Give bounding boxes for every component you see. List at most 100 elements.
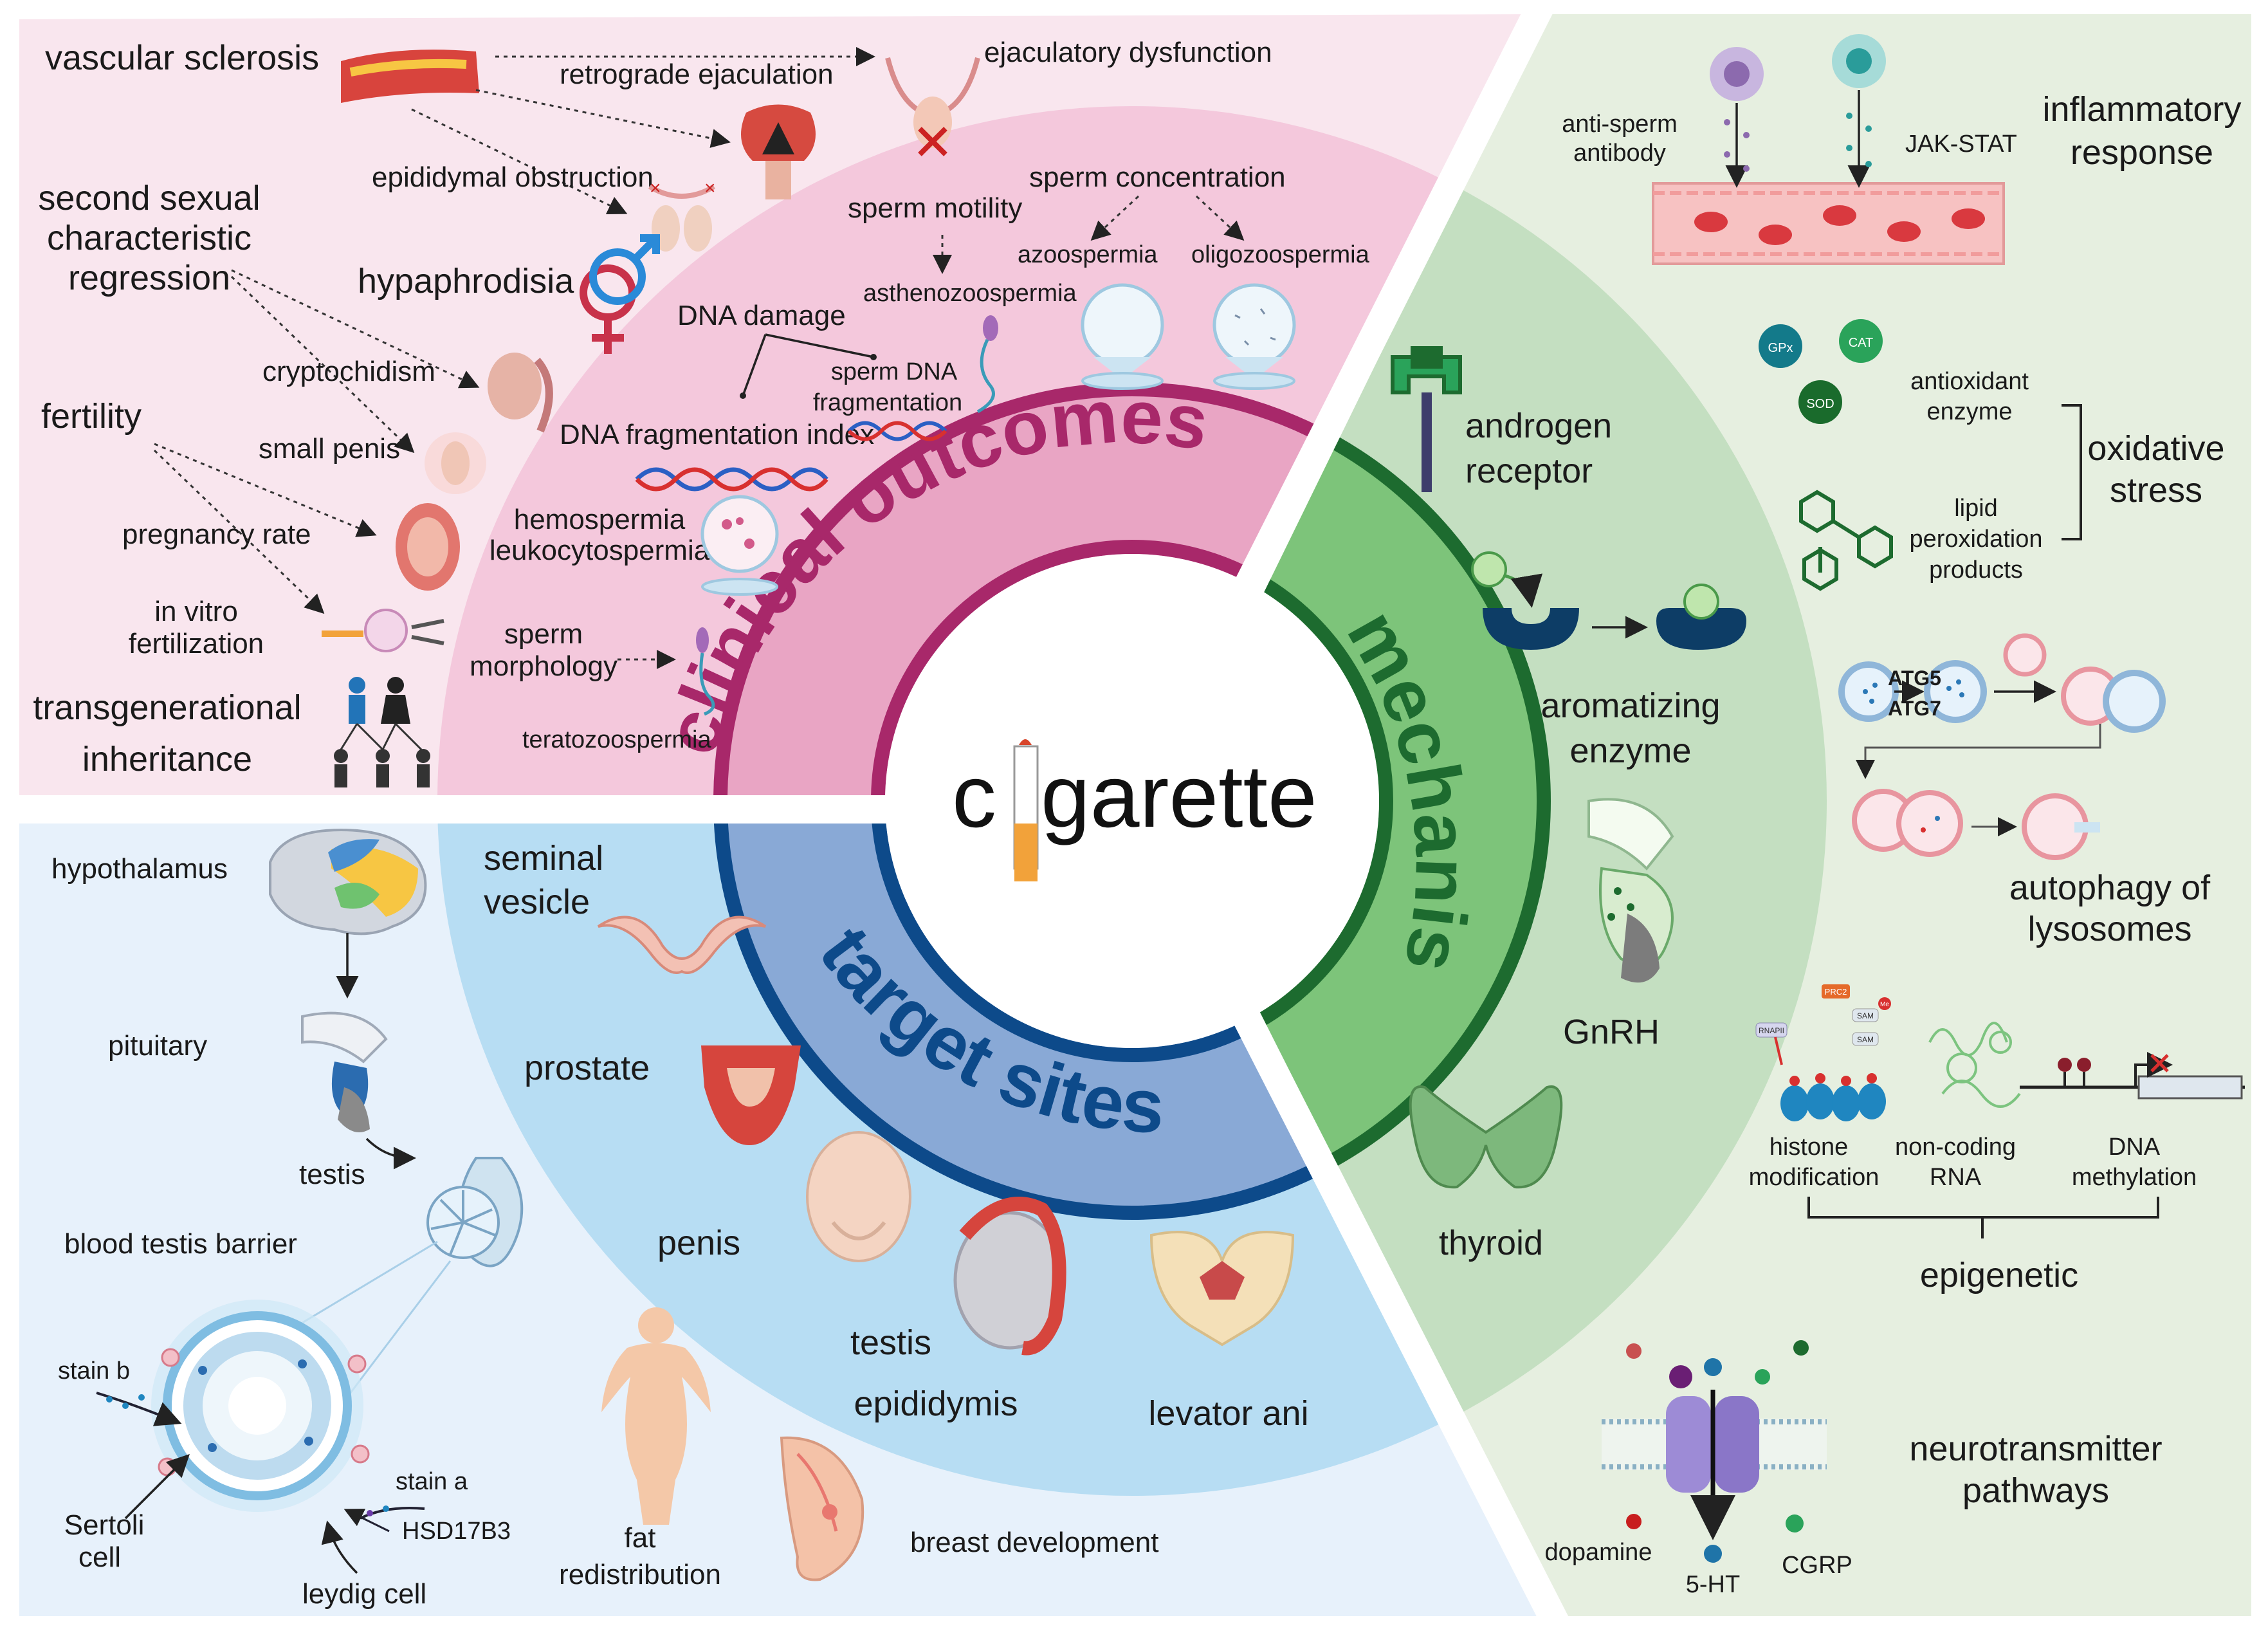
label-neurotransmitter-2: pathways [1962, 1471, 2109, 1510]
label-retrograde-ejaculation: retrograde ejaculation [560, 59, 834, 90]
label-dna-damage: DNA damage [677, 300, 846, 331]
label-oxidative-2: stress [2110, 471, 2202, 510]
label-blood-testis-barrier: blood testis barrier [64, 1228, 297, 1260]
epigenetic-icons: PRC2 SAM SAM Me RNAPII [1755, 984, 2245, 1121]
label-atg7: ATG7 [1888, 697, 1941, 720]
label-thyroid: thyroid [1439, 1224, 1543, 1262]
label-prostate: prostate [524, 1049, 650, 1087]
label-noncoding-2: RNA [1930, 1164, 1982, 1191]
label-testis-left: testis [299, 1159, 365, 1190]
label-sperm-morphology-1: sperm [504, 618, 583, 650]
label-pregnancy-rate: pregnancy rate [122, 519, 311, 550]
label-small-penis: small penis [259, 433, 400, 465]
ivf-icon [322, 609, 444, 652]
label-levator-ani: levator ani [1148, 1394, 1308, 1433]
label-pituitary: pituitary [108, 1030, 207, 1062]
label-fat-2: redistribution [559, 1559, 721, 1590]
label-epididymis: epididymis [854, 1385, 1018, 1423]
label-inheritance: inheritance [82, 740, 252, 778]
label-hypothalamus: hypothalamus [51, 853, 228, 885]
label-ejaculatory-dysfunction: ejaculatory dysfunction [984, 37, 1272, 68]
pituitary-icon [301, 1011, 388, 1132]
testis-cross-section-icon [426, 1157, 524, 1267]
label-neurotransmitter-1: neurotransmitter [1909, 1430, 2162, 1468]
label-seminal-2: vesicle [484, 883, 590, 921]
label-autophagy-1: autophagy of [2009, 869, 2211, 907]
label-cryptochidism: cryptochidism [262, 356, 435, 387]
label-second-sexual-3: regression [68, 259, 230, 297]
label-atg5: ATG5 [1888, 667, 1941, 690]
human-body-icon [601, 1307, 711, 1525]
family-tree-icon [334, 677, 430, 787]
label-antioxidant-2: enzyme [1926, 398, 2012, 425]
svg-text:SAM: SAM [1857, 1035, 1874, 1044]
label-azoospermia: azoospermia [1018, 241, 1158, 268]
label-aromatizing-2: enzyme [1569, 732, 1691, 770]
lysosome-autophagy-icon [1838, 633, 2166, 860]
label-fertility: fertility [41, 397, 142, 436]
petri-dish-oligo-icon [1212, 283, 1296, 390]
svg-text:SAM: SAM [1857, 1011, 1874, 1020]
label-hsd17b3: HSD17B3 [402, 1518, 511, 1545]
label-sertoli-1: Sertoli [64, 1509, 145, 1541]
label-epididymal-obstruction: epididymal obstruction [372, 161, 654, 193]
center-word-prefix: c [952, 747, 996, 846]
label-inflammatory-2: response [2071, 133, 2213, 172]
center-disc [885, 554, 1379, 1048]
label-fat-1: fat [625, 1522, 656, 1554]
label-lipid-3: products [1929, 557, 2023, 584]
svg-text:Me: Me [1880, 1001, 1889, 1008]
immune-cell-purple-icon [1710, 47, 1764, 188]
label-sertoli-2: cell [78, 1542, 121, 1573]
label-dna-fragmentation-index: DNA fragmentation index [560, 419, 874, 450]
ion-channel-icon [1602, 1340, 1827, 1563]
label-androgen-2: receptor [1465, 452, 1593, 490]
label-histone-2: modification [1749, 1164, 1879, 1191]
gnrh-pituitary-icon [1587, 798, 1674, 983]
immune-cell-teal-icon [1832, 34, 1886, 188]
label-histone-1: histone [1770, 1134, 1849, 1161]
svg-text:RNAPII: RNAPII [1759, 1026, 1784, 1035]
sperm-icon-motility [976, 315, 998, 414]
label-jak-stat: JAK-STAT [1905, 131, 2017, 158]
label-leukocytospermia: leukocytospermia [489, 535, 710, 566]
label-sperm-dna-2: fragmentation [813, 389, 962, 416]
nucleosome-icon [1780, 1073, 1886, 1121]
dna-methylation-icon [2020, 1052, 2245, 1100]
label-testis: testis [850, 1323, 931, 1362]
label-breast-development: breast development [910, 1527, 1158, 1558]
label-second-sexual-1: second sexual [38, 179, 260, 217]
thyroid-icon [1409, 1085, 1563, 1189]
prostate-icon [701, 1045, 801, 1145]
dna-helix-icon [635, 467, 828, 492]
cigarette-icon [1013, 739, 1039, 881]
label-5ht: 5-HT [1686, 1571, 1740, 1598]
penis-icon-small [425, 432, 486, 494]
label-teratozoospermia: teratozoospermia [522, 726, 711, 753]
label-hypaphrodisia: hypaphrodisia [358, 262, 574, 300]
testis-epididymis-icon [953, 1197, 1066, 1356]
label-sperm-dna-1: sperm DNA [831, 358, 958, 385]
aromatizing-enzyme-icon [1471, 551, 1746, 650]
label-second-sexual-2: characteristic [47, 219, 251, 257]
sod-enzyme-icon: SOD [1798, 380, 1842, 424]
label-stain-a: stain a [396, 1468, 468, 1495]
svg-text:GPx: GPx [1768, 341, 1793, 355]
label-autophagy-2: lysosomes [2027, 910, 2191, 948]
petri-dish-azoo-icon [1081, 283, 1164, 390]
label-penis: penis [657, 1224, 740, 1262]
center-title: c garette [952, 739, 1317, 881]
label-transgenerational: transgenerational [33, 688, 301, 727]
label-epigenetic: epigenetic [1920, 1256, 2078, 1294]
label-lipid-1: lipid [1954, 495, 1998, 522]
artery-icon [341, 50, 479, 103]
gpx-enzyme-icon: GPx [1759, 324, 1802, 368]
label-lipid-2: peroxidation [1909, 526, 2042, 553]
label-dopamine: dopamine [1545, 1539, 1652, 1566]
label-cgrp: CGRP [1782, 1552, 1852, 1579]
label-noncoding-1: non-coding [1895, 1134, 2016, 1161]
penis-icon [806, 1131, 911, 1262]
svg-text:PRC2: PRC2 [1825, 987, 1847, 997]
label-aromatizing-1: aromatizing [1541, 686, 1720, 725]
